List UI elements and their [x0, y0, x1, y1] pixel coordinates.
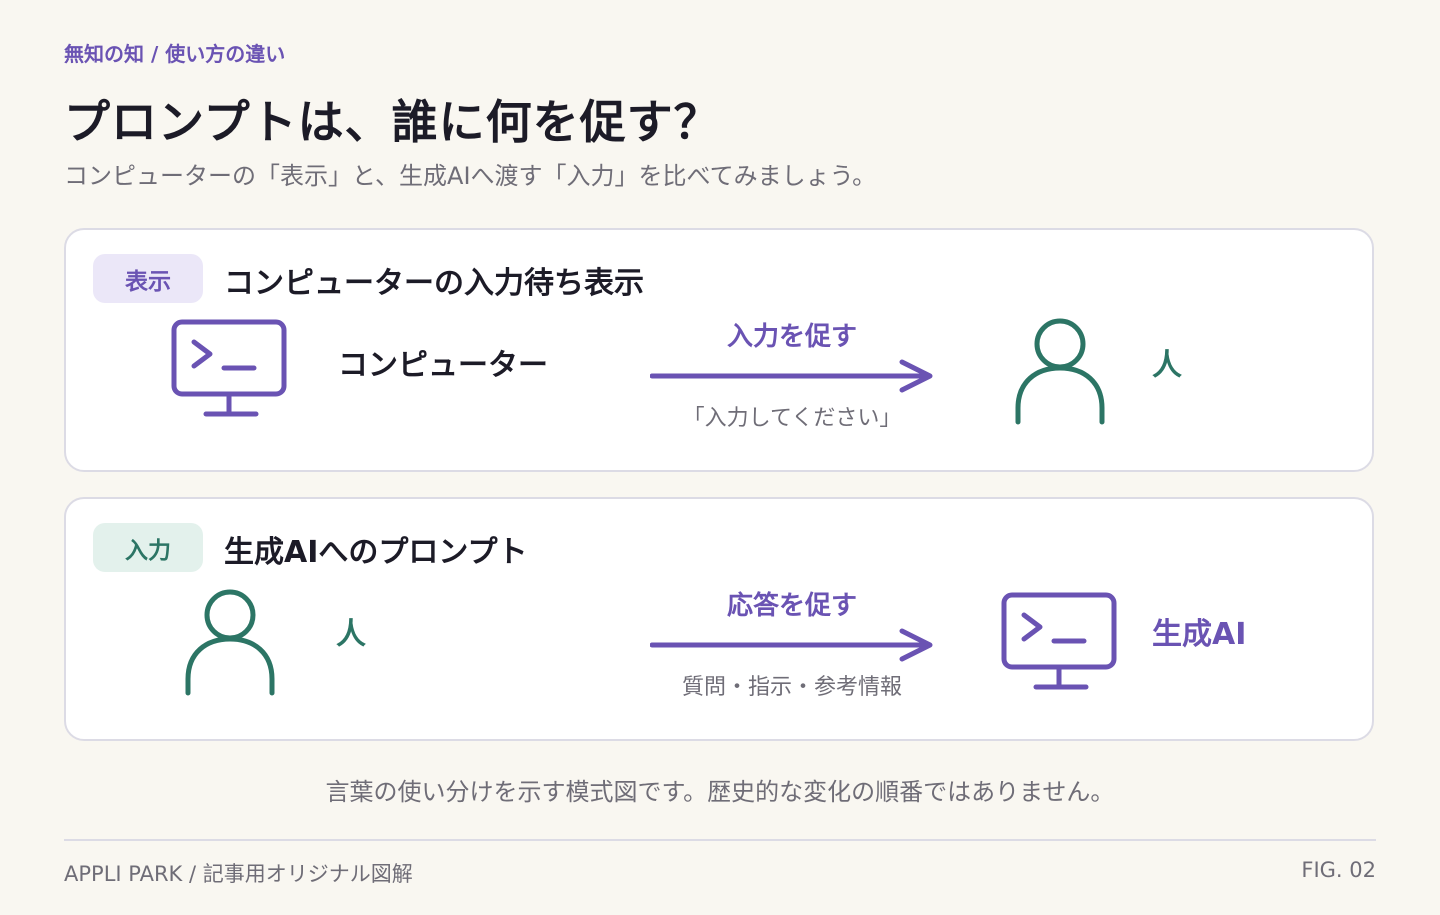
- input-target-label: 生成AI: [1152, 617, 1247, 652]
- display-panel: 表示 コンピューターの入力待ち表示 コンピューター 入力を促す 「入力してくださ…: [64, 228, 1374, 472]
- eyebrow: 無知の知 / 使い方の違い: [64, 42, 286, 66]
- figure-number: FIG. 02: [1301, 858, 1376, 882]
- display-target-label: 人: [1152, 348, 1182, 383]
- footer-credit: APPLI PARK / 記事用オリジナル図解: [64, 862, 413, 886]
- footnote: 言葉の使い分けを示す模式図です。歴史的な変化の順番ではありません。: [325, 778, 1115, 806]
- person-icon: [185, 589, 275, 696]
- display-panel-title: コンピューターの入力待ち表示: [224, 266, 644, 301]
- arrow-right-icon: [650, 359, 933, 393]
- input-arrow-label: 応答を促す: [726, 591, 857, 621]
- arrow-right-icon: [650, 628, 933, 662]
- footer-divider: [64, 839, 1376, 841]
- input-panel: 入力 生成AIへのプロンプト 人 応答を促す 質問・指示・参考情報 生成AI: [64, 497, 1374, 741]
- input-source-label: 人: [336, 617, 366, 652]
- input-badge: 入力: [93, 523, 203, 572]
- person-icon: [1015, 318, 1105, 425]
- display-arrow-label: 入力を促す: [726, 322, 857, 352]
- computer-terminal-icon: [1001, 592, 1117, 690]
- page-title: プロンプトは、誰に何を促す？: [64, 95, 721, 149]
- input-panel-title: 生成AIへのプロンプト: [224, 535, 528, 570]
- computer-terminal-icon: [171, 319, 287, 417]
- input-arrow-caption: 質問・指示・参考情報: [681, 675, 902, 700]
- display-arrow-caption: 「入力してください」: [682, 406, 902, 431]
- display-badge: 表示: [93, 254, 203, 303]
- page-subtitle: コンピューターの「表示」と、生成AIへ渡す「入力」を比べてみましょう。: [64, 162, 877, 190]
- display-source-label: コンピューター: [338, 348, 548, 383]
